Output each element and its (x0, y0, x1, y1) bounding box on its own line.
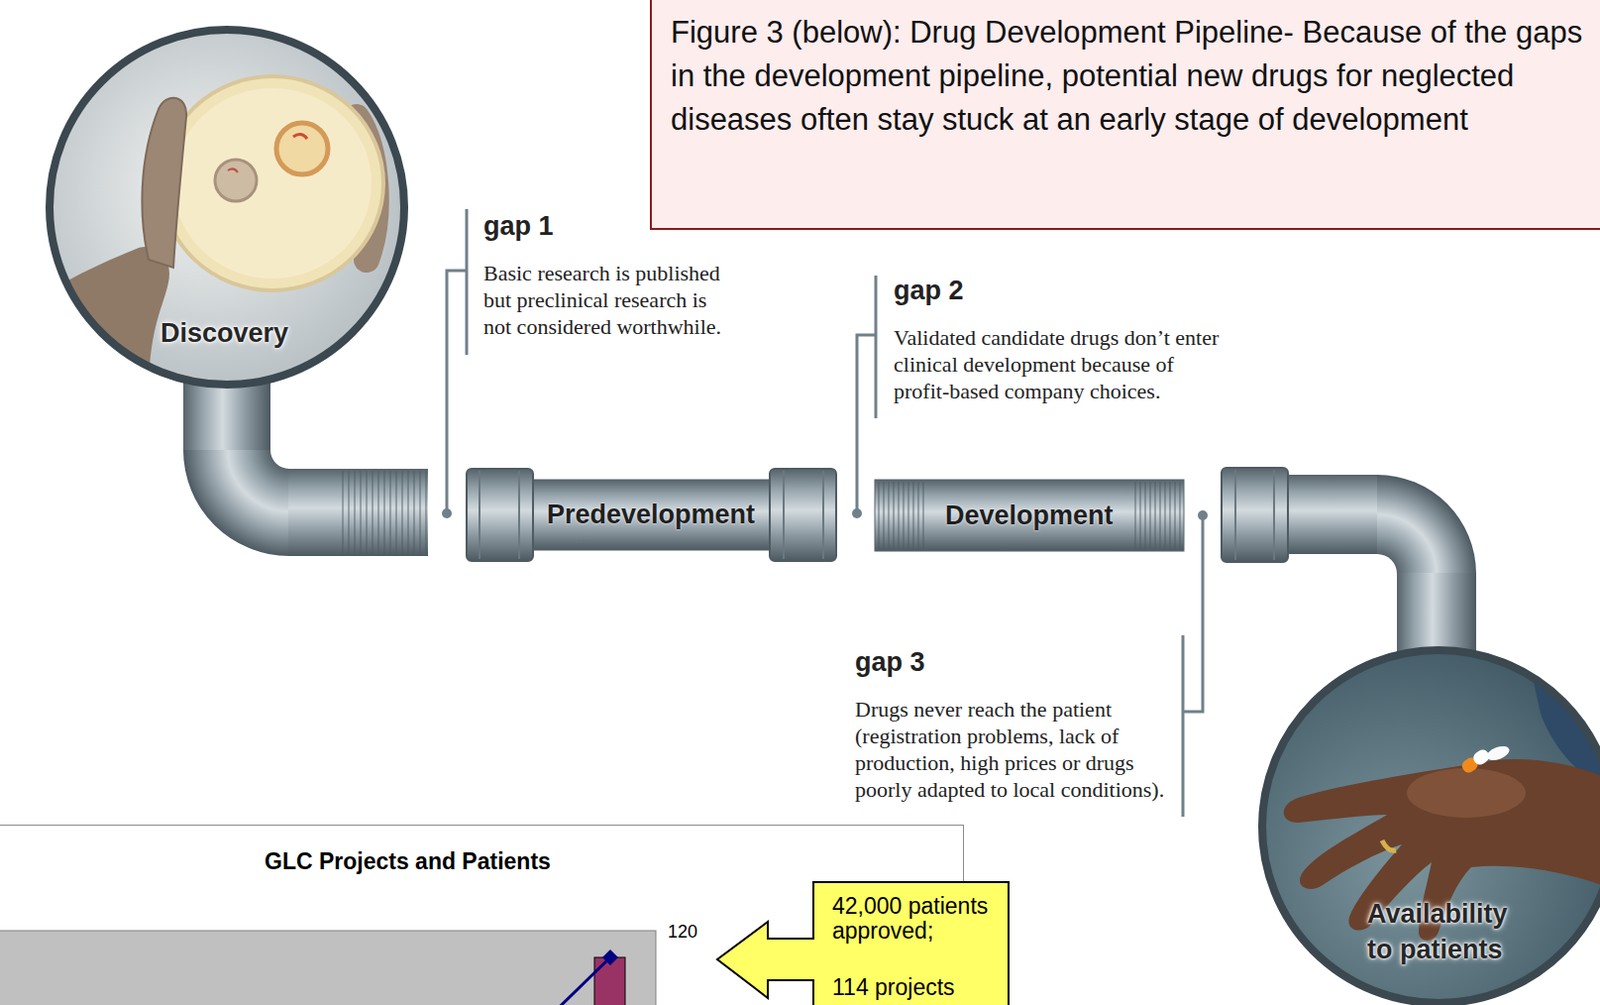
stage-label: Predevelopment (546, 498, 755, 531)
gap-note: Drugs never reach the patient (registrat… (854, 695, 1177, 803)
callout-text: 114 projects (832, 974, 1003, 1000)
pipe-segment: Development (874, 479, 1184, 551)
stage-label: Availability to patients (1367, 895, 1531, 967)
stage-label: Discovery (160, 317, 289, 349)
callout-arrow: 42,000 patients approved; 114 projects (715, 879, 1011, 1005)
callout-text: 42,000 patients approved; (832, 893, 1003, 944)
gap-heading: gap 2 (893, 274, 964, 307)
outlet-pipe (1221, 467, 1477, 664)
trend-line (534, 957, 611, 1005)
gap-note: Basic research is published but preclini… (483, 259, 732, 340)
hand-with-pills-photo (1258, 645, 1600, 1005)
pipe-segment: Predevelopment (465, 467, 838, 562)
gap-heading: gap 3 (854, 645, 926, 678)
discovery-circle: Discovery (45, 25, 409, 389)
gap-heading: gap 1 (483, 210, 554, 242)
figure-caption: Figure 3 (below): Drug Development Pipel… (670, 10, 1591, 142)
petri-dish-photo (39, 23, 411, 397)
leader-lines (446, 209, 1203, 817)
axis-tick: 120 (667, 920, 698, 943)
chart-title: GLC Projects and Patients (264, 847, 551, 875)
gap-note: Validated candidate drugs don’t enter cl… (893, 323, 1229, 405)
caption-box: Figure 3 (below): Drug Development Pipel… (649, 0, 1600, 230)
availability-circle: Availability to patients (1258, 645, 1600, 1005)
discovery-pipe (183, 366, 428, 556)
line-marker (602, 949, 619, 965)
stage-label: Development (945, 499, 1114, 532)
